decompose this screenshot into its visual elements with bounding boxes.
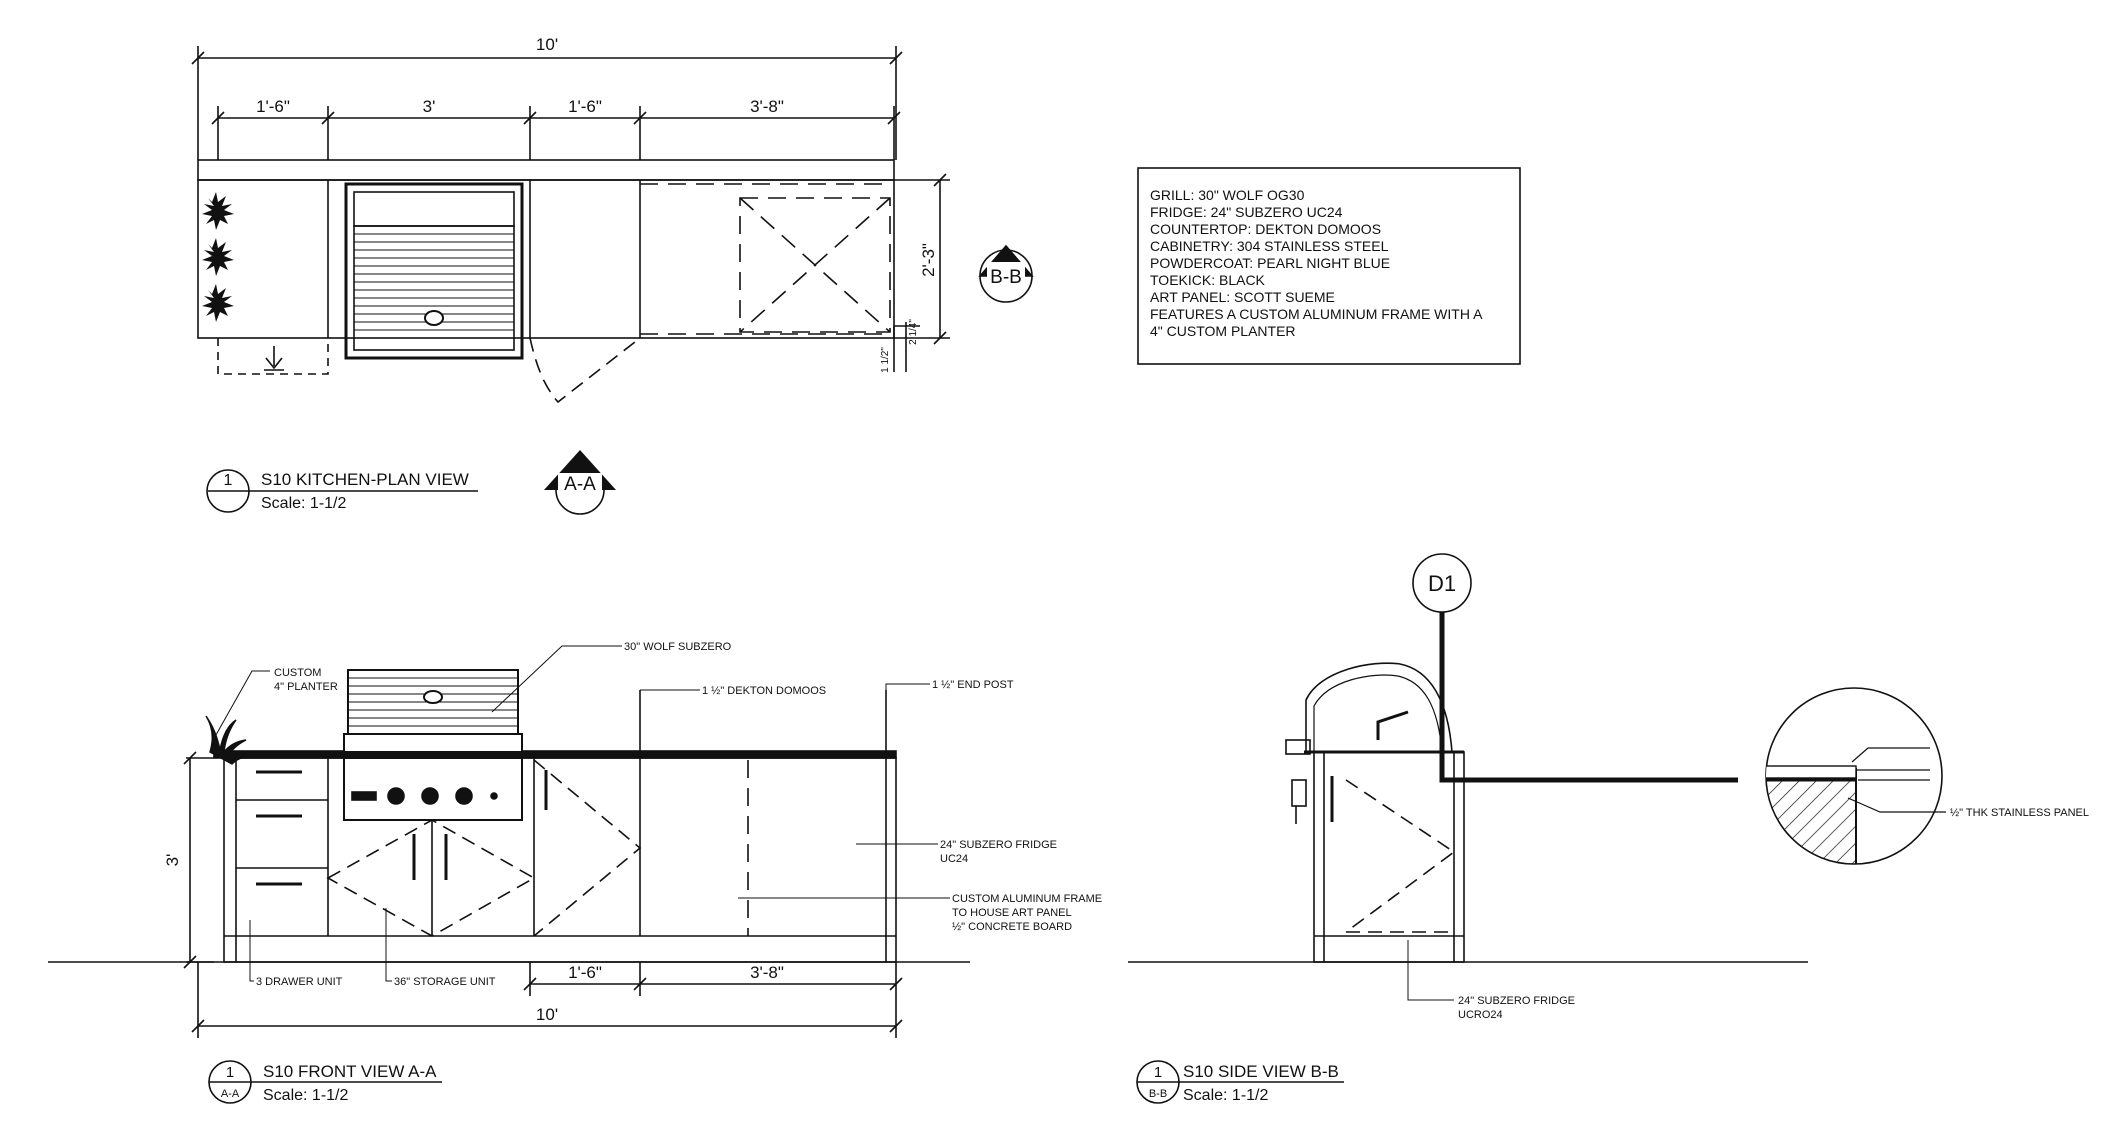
front-caption-scale: Scale: 1-1/2 — [263, 1087, 348, 1104]
front-caption-sheet: A-A — [221, 1088, 240, 1100]
front-label-grill: 30" WOLF SUBZERO — [624, 641, 732, 653]
notes-box: GRILL: 30" WOLF OG30 FRIDGE: 24" SUBZERO… — [1137, 167, 1521, 365]
side-label-panel: ½" THK STAINLESS PANEL — [1950, 807, 2089, 819]
plan-grill — [344, 182, 524, 360]
front-caption-number: 1 — [226, 1064, 234, 1081]
side-grill — [1285, 662, 1453, 824]
plan-segment-dimensions — [211, 106, 901, 160]
front-label-frame-2: TO HOUSE ART PANEL — [952, 907, 1072, 919]
plan-view — [191, 46, 1034, 404]
note-line-3: COUNTERTOP: DEKTON DOMOOS — [1150, 221, 1381, 237]
plan-dim-overall: 10' — [536, 35, 558, 54]
planter-icon — [202, 192, 234, 322]
plan-dim-seg4: 3'-8" — [750, 97, 784, 116]
side-caption-scale: Scale: 1-1/2 — [1183, 1087, 1268, 1104]
note-line-5: POWDERCOAT: PEARL NIGHT BLUE — [1150, 255, 1390, 271]
front-leaders — [211, 645, 950, 982]
front-label-fridge-2: UC24 — [940, 853, 968, 865]
side-view — [1128, 553, 1946, 1001]
plan-fridge — [640, 183, 891, 335]
front-storage-unit — [326, 819, 536, 937]
plan-caption-title: S10 KITCHEN-PLAN VIEW — [261, 470, 469, 489]
front-caption-title: S10 FRONT VIEW A-A — [263, 1062, 437, 1081]
front-dim-height: 3' — [163, 854, 182, 867]
side-label-fridge: 24" SUBZERO FRIDGE — [1458, 995, 1575, 1007]
front-dim-seg-a: 1'-6" — [568, 963, 602, 982]
plan-dim-depth: 2'-3" — [919, 243, 938, 277]
front-label-end-post: 1 ½" END POST — [932, 679, 1014, 691]
note-line-2: FRIDGE: 24" SUBZERO UC24 — [1150, 204, 1343, 220]
detail-tag-label: D1 — [1428, 571, 1456, 596]
plan-drawer-swing — [217, 338, 329, 375]
note-line-6: TOEKICK: BLACK — [1150, 272, 1266, 288]
note-line-1: GRILL: 30" WOLF OG30 — [1150, 187, 1305, 203]
front-view — [48, 645, 970, 1038]
side-cabinet — [1313, 751, 1465, 963]
front-label-fridge: 24" SUBZERO FRIDGE — [940, 839, 1057, 851]
plan-dim-small-a: 1 1/2" — [880, 347, 891, 373]
plan-depth-dimension — [893, 173, 950, 372]
front-labels: CUSTOM 4" PLANTER 30" WOLF SUBZERO 1 ½" … — [163, 641, 1102, 1024]
note-line-7: ART PANEL: SCOTT SUEME — [1150, 289, 1335, 305]
plan-dim-small-b: 2 1/4" — [908, 319, 919, 345]
plan-dim-seg3: 1'-6" — [568, 97, 602, 116]
front-label-counter: 1 ½" DEKTON DOMOOS — [702, 685, 826, 697]
section-marker-aa-label: A-A — [564, 474, 596, 495]
side-caption-sheet: B-B — [1149, 1088, 1167, 1100]
front-grill — [343, 669, 523, 821]
front-dim-seg-b: 3'-8" — [750, 963, 784, 982]
detail-bubble — [1765, 687, 1946, 865]
side-labels: D1 ½" THK STAINLESS PANEL 24" SUBZERO FR… — [1428, 571, 2089, 1021]
front-drawer-unit — [236, 770, 328, 886]
front-label-storage: 36" STORAGE UNIT — [394, 976, 496, 988]
plan-dim-seg1: 1'-6" — [256, 97, 290, 116]
front-cabinet-body — [223, 757, 897, 963]
side-caption: 1 B-B S10 SIDE VIEW B-B Scale: 1-1/2 — [1136, 1060, 1344, 1104]
plan-caption-scale: Scale: 1-1/2 — [261, 495, 346, 512]
side-caption-number: 1 — [1154, 1064, 1162, 1081]
front-planter-icon — [205, 715, 251, 765]
front-label-frame: CUSTOM ALUMINUM FRAME — [952, 893, 1102, 905]
down-arrow-icon — [264, 346, 284, 371]
front-label-planter-2: 4" PLANTER — [274, 681, 338, 693]
front-dim-overall: 10' — [536, 1005, 558, 1024]
note-line-8: FEATURES A CUSTOM ALUMINUM FRAME WITH A — [1150, 306, 1483, 322]
plan-labels: 10' 1'-6" 3' 1'-6" 3'-8" 2'-3" 1 1/2" 2 … — [256, 35, 1025, 373]
front-height-dimension — [183, 751, 214, 969]
note-line-4: CABINETRY: 304 STAINLESS STEEL — [1150, 238, 1389, 254]
section-marker-aa: A-A — [544, 450, 616, 515]
plan-cabinet-run — [197, 179, 895, 339]
plan-countertop — [197, 159, 895, 181]
plan-overall-dimension — [191, 46, 903, 160]
front-door-panel — [533, 759, 642, 937]
plan-dim-seg2: 3' — [423, 97, 436, 116]
front-label-planter: CUSTOM — [274, 667, 321, 679]
front-bottom-dimensions — [191, 962, 903, 1038]
side-label-fridge-2: UCRO24 — [1458, 1009, 1503, 1021]
section-marker-bb-label: B-B — [990, 267, 1022, 288]
plan-caption: 1 S10 KITCHEN-PLAN VIEW Scale: 1-1/2 — [206, 469, 478, 513]
note-line-9: 4" CUSTOM PLANTER — [1150, 323, 1296, 339]
front-label-drawer: 3 DRAWER UNIT — [256, 976, 343, 988]
side-caption-title: S10 SIDE VIEW B-B — [1183, 1062, 1339, 1081]
front-caption: 1 A-A S10 FRONT VIEW A-A Scale: 1-1/2 — [208, 1060, 442, 1104]
plan-caption-number: 1 — [224, 472, 233, 489]
front-countertop — [213, 750, 897, 759]
plan-door-swing — [529, 337, 641, 404]
front-label-frame-3: ½" CONCRETE BOARD — [952, 921, 1072, 933]
